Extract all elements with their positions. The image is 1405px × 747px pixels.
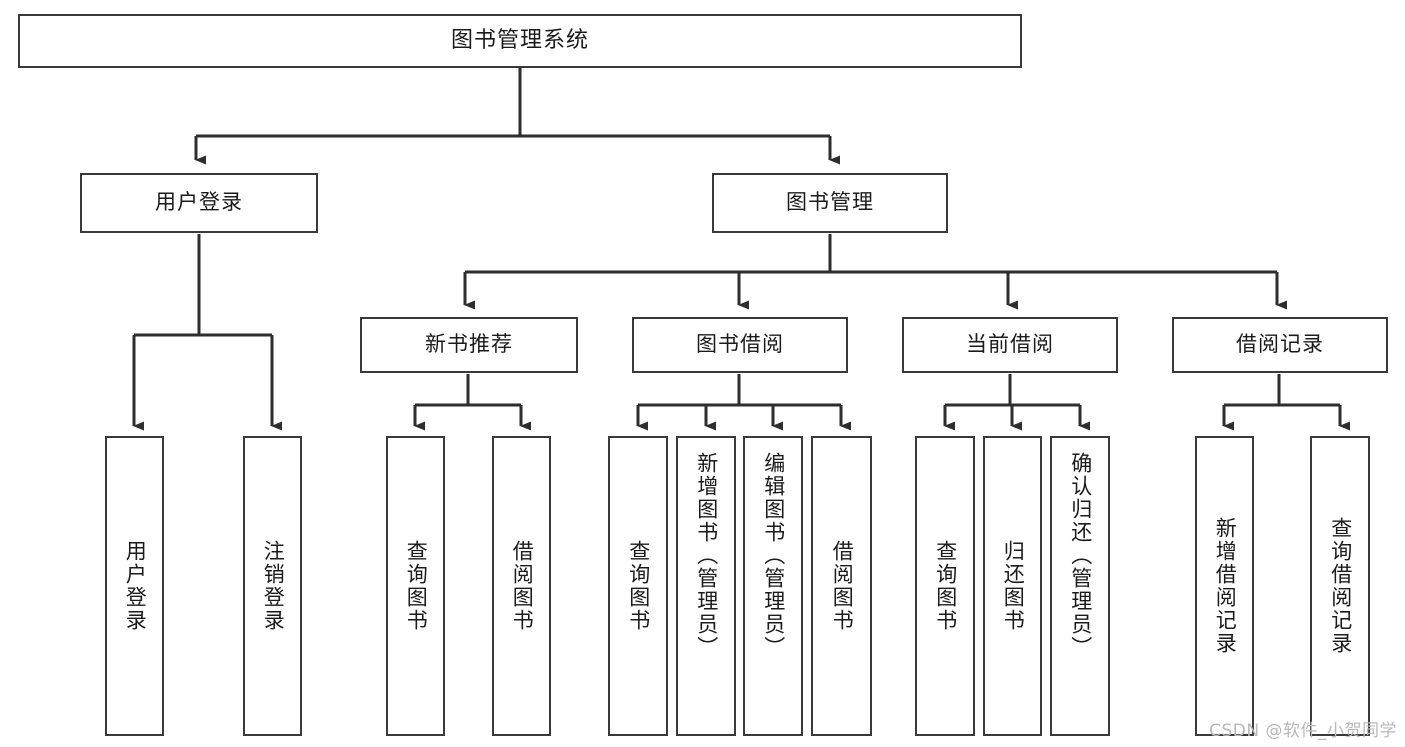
node-book-borrow-label: 图书借阅: [696, 332, 784, 357]
leaf-record-add[interactable]: 新增借阅记录: [1195, 436, 1254, 736]
leaf-user-login-login[interactable]: 用户登录: [105, 436, 164, 736]
node-root-system[interactable]: 图书管理系统: [18, 14, 1022, 68]
node-borrow-record-label: 借阅记录: [1236, 332, 1324, 357]
leaf-borrow-query-book[interactable]: 查询图书: [608, 436, 668, 736]
node-new-book-recommend[interactable]: 新书推荐: [360, 317, 578, 373]
node-book-manage[interactable]: 图书管理: [712, 173, 948, 233]
leaf-new-book-borrow-label: 借阅图书: [510, 540, 535, 632]
leaf-current-query-book[interactable]: 查询图书: [915, 436, 975, 736]
node-current-borrow[interactable]: 当前借阅: [902, 317, 1118, 373]
leaf-current-query-book-label: 查询图书: [933, 540, 958, 632]
leaf-user-login-logout[interactable]: 注销登录: [243, 436, 302, 736]
node-root-system-label: 图书管理系统: [450, 27, 589, 53]
leaf-borrow-edit-book[interactable]: 编辑图书（管理员）: [743, 436, 803, 736]
leaf-record-query[interactable]: 查询借阅记录: [1310, 436, 1370, 736]
node-new-book-recommend-label: 新书推荐: [425, 332, 513, 357]
leaf-borrow-query-book-label: 查询图书: [626, 540, 651, 632]
node-user-login[interactable]: 用户登录: [80, 173, 318, 233]
leaf-borrow-borrow-book[interactable]: 借阅图书: [811, 436, 872, 736]
leaf-current-confirm-return[interactable]: 确认归还（管理员）: [1050, 436, 1110, 736]
leaf-user-login-login-label: 用户登录: [123, 540, 148, 632]
leaf-record-query-label: 查询借阅记录: [1328, 517, 1353, 655]
leaf-current-return-book[interactable]: 归还图书: [983, 436, 1042, 736]
node-book-manage-label: 图书管理: [786, 190, 874, 215]
leaf-borrow-add-book[interactable]: 新增图书（管理员）: [676, 436, 736, 736]
leaf-borrow-edit-book-label: 编辑图书（管理员）: [761, 452, 786, 659]
leaf-new-book-query-label: 查询图书: [404, 540, 429, 632]
leaf-user-login-logout-label: 注销登录: [261, 540, 286, 632]
leaf-current-return-book-label: 归还图书: [1001, 540, 1026, 632]
node-current-borrow-label: 当前借阅: [966, 332, 1054, 357]
leaf-record-add-label: 新增借阅记录: [1213, 517, 1238, 655]
node-book-borrow[interactable]: 图书借阅: [632, 317, 848, 373]
leaf-borrow-add-book-label: 新增图书（管理员）: [694, 452, 719, 659]
node-borrow-record[interactable]: 借阅记录: [1172, 317, 1388, 373]
node-user-login-label: 用户登录: [155, 190, 243, 215]
csdn-watermark: CSDN @软件_小贺同学: [1209, 721, 1397, 741]
leaf-borrow-borrow-book-label: 借阅图书: [830, 540, 855, 632]
leaf-current-confirm-return-label: 确认归还（管理员）: [1068, 452, 1093, 659]
leaf-new-book-borrow[interactable]: 借阅图书: [492, 436, 551, 736]
leaf-new-book-query[interactable]: 查询图书: [386, 436, 445, 736]
